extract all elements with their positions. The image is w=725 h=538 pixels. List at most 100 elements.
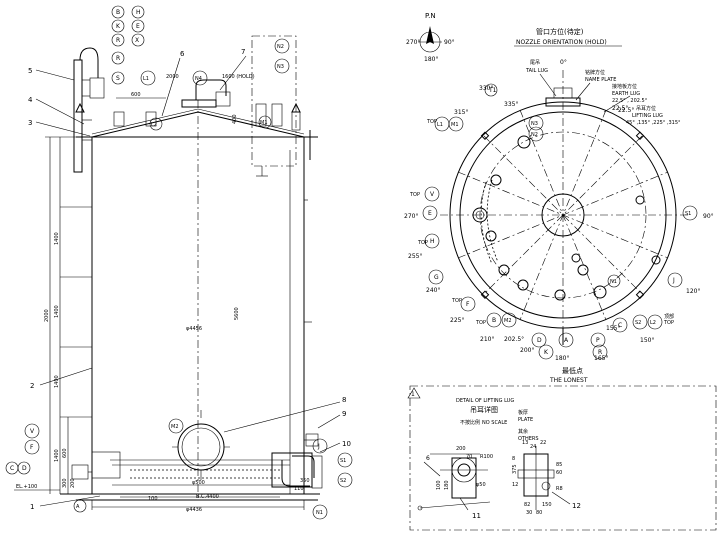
ang-255: 255° bbox=[408, 253, 422, 260]
pb-f: F bbox=[466, 301, 470, 308]
ang-202: 202.5° bbox=[504, 336, 524, 343]
pb-d: D bbox=[537, 337, 542, 344]
tag-top-4: TOP bbox=[451, 298, 462, 304]
balloon-s: S bbox=[116, 75, 120, 82]
balloon-f: F bbox=[30, 444, 34, 451]
d-70: 70 bbox=[466, 454, 472, 460]
dim-bc: B.C.4400 bbox=[196, 494, 219, 500]
ang-225: 225° bbox=[450, 317, 464, 324]
dim-600: 600 bbox=[62, 448, 68, 458]
lift-en: LIFTING LUG bbox=[632, 113, 663, 119]
pb-m1: M1 bbox=[451, 122, 459, 128]
elevation-balloons: B H K E R X R S L1 N4 N2 N3 L2 M1 M2 V F… bbox=[5, 5, 353, 520]
ang-0: 0° bbox=[560, 59, 567, 66]
lift-deg: 45° ,135° ,225° ,315° bbox=[626, 120, 681, 126]
callout-2: 2 bbox=[30, 382, 34, 390]
pb-e: E bbox=[428, 210, 432, 217]
tail-en: TAIL LUG bbox=[525, 68, 548, 74]
d-100: 100 bbox=[436, 480, 442, 490]
dim-100: 100 bbox=[148, 496, 158, 502]
balloon-b: B bbox=[116, 9, 120, 16]
d-r100: R100 bbox=[480, 454, 493, 460]
dim-dia-shell: φ4456 bbox=[186, 326, 202, 332]
lifting-lug-detail: 1 DETAIL OF LIFTING LUG 吊耳详图 不按比例 NO SCA… bbox=[407, 385, 717, 531]
nozzle-top-1 bbox=[517, 135, 531, 149]
balloon-n4: N4 bbox=[195, 76, 202, 82]
d-200: 200 bbox=[456, 446, 466, 452]
callouts: 5 4 3 2 1 6 7 8 9 10 bbox=[28, 48, 351, 511]
ang-155: 155° bbox=[606, 325, 620, 332]
callout-3: 3 bbox=[28, 119, 32, 127]
ang-315: 315° bbox=[454, 109, 468, 116]
north-90: 90° bbox=[444, 39, 455, 46]
balloon-n1: N1 bbox=[316, 510, 323, 516]
tag-cn-6: 顶部 bbox=[664, 313, 674, 320]
detail-other-cn: 其余 bbox=[518, 428, 528, 435]
ang-200: 200° bbox=[520, 347, 534, 354]
pb-l2: L2 bbox=[650, 320, 656, 326]
d-150: 150 bbox=[542, 502, 552, 508]
dim-300: 300 bbox=[62, 478, 68, 488]
balloon-a: A bbox=[76, 504, 80, 510]
pb-h: H bbox=[430, 238, 435, 245]
detail-note-en: NO SCALE bbox=[482, 420, 507, 426]
d-22: 22 bbox=[540, 440, 546, 446]
d-13: 13 bbox=[522, 440, 528, 446]
dim-5600: 5600 bbox=[234, 307, 240, 320]
ang-150: 150° bbox=[640, 337, 654, 344]
lowest-en: THE LONEST bbox=[549, 377, 588, 384]
tag-top-6: TOP bbox=[663, 320, 674, 326]
pb-n1: N1 bbox=[610, 279, 617, 285]
lowest-cn: 最低点 bbox=[562, 366, 583, 375]
balloon-j: J bbox=[317, 443, 320, 450]
earth-cn: 接地板方位 bbox=[612, 83, 637, 90]
detail-frame bbox=[409, 385, 717, 531]
balloon-c: C bbox=[10, 465, 14, 472]
balloon-s2: S2 bbox=[340, 478, 346, 484]
north-arrow: P.N 270° 90° 180° bbox=[406, 12, 455, 63]
dim-1400-c: 1400 bbox=[54, 375, 60, 388]
pb-a: A bbox=[564, 337, 569, 344]
manhole-m2 bbox=[177, 423, 225, 471]
callout-6: 6 bbox=[180, 50, 185, 58]
earth-deg: 22.5° , 202.5° bbox=[612, 98, 648, 104]
pb-v: V bbox=[430, 191, 435, 198]
d-12: 12 bbox=[512, 482, 518, 488]
pb-n3: N3 bbox=[531, 121, 538, 127]
detail-plate-en: PLATE bbox=[518, 417, 533, 423]
callout-4: 4 bbox=[28, 96, 33, 104]
balloon-m1: M1 bbox=[260, 120, 268, 126]
dim-phi500: φ500 bbox=[192, 480, 205, 486]
d-180: 180 bbox=[444, 480, 450, 490]
dim-total: 2000 bbox=[44, 309, 50, 322]
ang-210: 210° bbox=[480, 336, 494, 343]
dim-1400-a: 1400 bbox=[54, 232, 60, 245]
ladder bbox=[73, 59, 83, 173]
pb-k: K bbox=[544, 349, 549, 356]
deg-22-5: 22.5° bbox=[612, 105, 628, 112]
balloon-m2: M2 bbox=[171, 424, 179, 430]
plan-view bbox=[440, 70, 690, 345]
pb-m2: M2 bbox=[504, 318, 512, 324]
callout-11: 11 bbox=[472, 512, 481, 520]
detail-plate-cn: 板厚 bbox=[518, 409, 528, 416]
north-label: P.N bbox=[425, 12, 436, 20]
detail-other-en: OTHERS bbox=[518, 436, 539, 442]
top-tags: TOP TOP TOP TOP TOP TOP 顶部 bbox=[409, 119, 674, 326]
pb-l1: L1 bbox=[437, 122, 443, 128]
ang-270: 270° bbox=[404, 213, 418, 220]
d-82: 82 bbox=[524, 502, 530, 508]
balloon-l2: L2 bbox=[151, 122, 157, 128]
north-270: 270° bbox=[406, 39, 420, 46]
north-180: 180° bbox=[424, 56, 438, 63]
balloon-v: V bbox=[30, 428, 35, 435]
pb-s2: S2 bbox=[635, 320, 641, 326]
name-en: NAME PLATE bbox=[585, 77, 616, 83]
dim-600-top: 600 bbox=[131, 92, 141, 98]
detail-note-cn: 不按比例 bbox=[460, 419, 480, 426]
ang-120: 120° bbox=[686, 288, 700, 295]
ang-22-5b: 22.5° bbox=[618, 107, 634, 114]
ang-180: 180° bbox=[555, 355, 569, 362]
dim-1600-hold: 1600 (HOLD) bbox=[222, 74, 255, 80]
